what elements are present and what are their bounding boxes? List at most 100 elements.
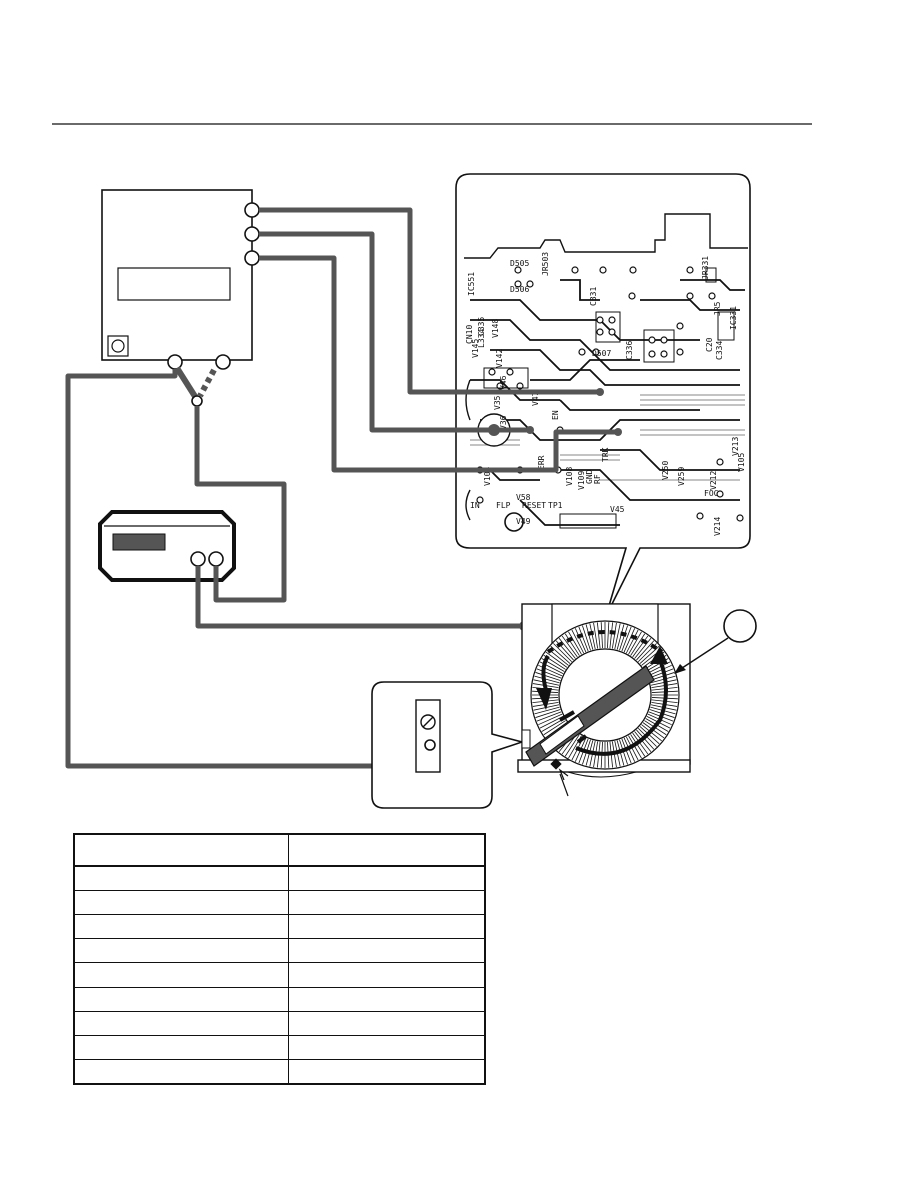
pcb-silkscreen-label: V259 (677, 467, 686, 486)
pcb-silkscreen-label: L334 (477, 329, 486, 348)
pcb-silkscreen-label: V46 (499, 375, 508, 390)
pcb-silkscreen-label: RF (593, 474, 602, 484)
pcb-silkscreen-label: C335 (477, 317, 486, 336)
table-cell (288, 865, 486, 892)
pcb-silkscreen-label: D506 (510, 285, 529, 294)
pcb-mounting-hole (504, 512, 524, 532)
table-cell (288, 1058, 486, 1085)
instrument-bottom-terminal-b[interactable] (215, 354, 231, 370)
pcb-silkscreen-label: JR503 (541, 252, 550, 276)
table-cell (288, 938, 486, 964)
pcb-silkscreen-label: C336 (625, 341, 634, 360)
adjustment-callout (371, 681, 525, 809)
pcb-silkscreen-label: EN (551, 410, 560, 420)
table-cell (73, 914, 289, 940)
spec-table (73, 833, 486, 1085)
pcb-silkscreen-label: FLP (496, 501, 511, 510)
table-row (73, 1010, 486, 1036)
instrument-display (117, 267, 231, 301)
pcb-silkscreen-label: RESET (522, 501, 546, 510)
pcb-silkscreen-label: V35 (493, 395, 502, 410)
table-cell (288, 890, 486, 916)
pcb-silkscreen-label: IC331 (729, 306, 738, 330)
pcb-silkscreen-label: TP1 (548, 501, 563, 510)
adjustment-point-marker[interactable] (550, 758, 562, 770)
table-row (73, 962, 486, 988)
pcb-silkscreen-label: V213 (731, 437, 740, 456)
instrument-bottom-terminal-a[interactable] (167, 354, 183, 370)
table-cell (73, 1010, 289, 1036)
table-cell (73, 1058, 289, 1085)
pcb-silkscreen-label: TRK (601, 447, 610, 462)
pcb-silkscreen-label: V36 (499, 415, 508, 430)
meter-terminal-1[interactable] (190, 551, 206, 567)
table-cell (73, 962, 289, 988)
table-cell (73, 890, 289, 916)
pcb-silkscreen-label: V250 (661, 461, 670, 480)
lead-terminal-1 (259, 207, 600, 395)
pcb-silkscreen-label: D507 (592, 349, 611, 358)
pcb-silkscreen-label: FOC (704, 489, 719, 498)
pcb-silkscreen-label: GND (585, 469, 594, 484)
pcb-silkscreen-label: C20 (705, 337, 714, 352)
test-instrument (101, 189, 260, 370)
table-cell (73, 986, 289, 1012)
pcb-silkscreen-label: C331 (589, 287, 598, 306)
table-cell (288, 914, 486, 940)
instrument-terminal-1[interactable] (244, 202, 260, 218)
pcb-silkscreen-label: D505 (510, 259, 529, 268)
pcb-silkscreen-label: V109 (577, 471, 586, 490)
pcb-silkscreen-label: V148 (491, 319, 500, 338)
pcb-silkscreen-label: CN10 (465, 325, 474, 344)
pcb-silkscreen-label: JR5 (713, 301, 722, 316)
table-cell (73, 938, 289, 964)
table-cell (288, 1010, 486, 1036)
table-header-row (73, 833, 486, 867)
instrument-terminal-3[interactable] (244, 250, 260, 266)
table-row (73, 1058, 486, 1085)
table-header-col1 (73, 833, 289, 867)
pcb-silkscreen-label: V105 (737, 453, 746, 472)
table-row (73, 865, 486, 892)
tuning-mechanism (517, 603, 757, 797)
lead-meter-probe (195, 566, 524, 629)
table-cell (288, 986, 486, 1012)
table-cell (73, 1034, 289, 1060)
reference-marker-circle (723, 609, 757, 643)
pcb-silkscreen-label: V58 (516, 493, 531, 502)
pcb-silkscreen-label: C334 (715, 341, 724, 360)
pcb-silkscreen-label: V47 (531, 391, 540, 406)
meter-device (98, 510, 236, 582)
table-row (73, 938, 486, 964)
pcb-silkscreen-label: V104 (483, 467, 492, 486)
pcb-silkscreen-label: IC551 (467, 272, 476, 296)
pcb-silkscreen-label: JR331 (701, 256, 710, 280)
table-cell (73, 865, 289, 892)
switch-selector (174, 366, 217, 407)
meter-terminal-2[interactable] (208, 551, 224, 567)
pcb-silkscreen-label: ERR (537, 455, 546, 470)
table-row (73, 986, 486, 1012)
table-row (73, 914, 486, 940)
lead-meter-input (194, 406, 287, 603)
lead-terminal-3 (259, 255, 618, 473)
pcb-silkscreen-label: IN (470, 501, 480, 510)
pcb-silkscreen-label: V142 (495, 349, 504, 368)
pcb-silkscreen-label: V108 (565, 467, 574, 486)
pcb-silkscreen-label: V214 (713, 517, 722, 536)
test-leads (65, 207, 618, 769)
table-cell (288, 1034, 486, 1060)
pcb-silkscreen-label: V45 (610, 505, 625, 514)
pcb-silkscreen-label: V145 (471, 339, 480, 358)
table-cell (288, 962, 486, 988)
table-row (73, 1034, 486, 1060)
instrument-terminal-2[interactable] (244, 226, 260, 242)
lead-terminal-2 (259, 231, 530, 433)
trimmer-pin (424, 739, 436, 751)
meter-display (112, 533, 166, 551)
table-row (73, 890, 486, 916)
table-header-col2 (288, 833, 486, 867)
pcb-silkscreen-label: V49 (516, 517, 531, 526)
